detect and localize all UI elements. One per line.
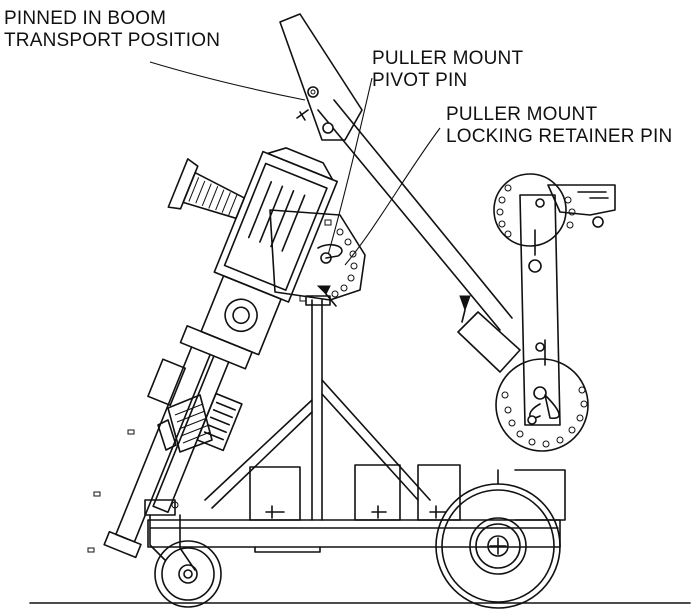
callout-pivot-pin: PULLER MOUNT PIVOT PIN (372, 48, 523, 92)
callout-locking-retainer-pin: PULLER MOUNT LOCKING RETAINER PIN (446, 104, 672, 148)
callout-boom-transport-position: PINNED IN BOOM TRANSPORT POSITION (4, 8, 220, 52)
caster-wheel (144, 499, 222, 608)
callout-locking-pin-line1: PULLER MOUNT (446, 104, 598, 125)
sheave-assembly (493, 173, 616, 452)
callout-pivot-pin-line2: PIVOT PIN (372, 70, 468, 91)
puller-body (103, 147, 338, 559)
front-wheel (435, 469, 561, 609)
leader-pivot-pin (327, 77, 373, 256)
hardware-details (87, 219, 332, 553)
cart-frame (147, 295, 566, 553)
callout-locking-pin-line2: LOCKING RETAINER PIN (446, 126, 673, 147)
callout-pivot-pin-line1: PULLER MOUNT (372, 48, 524, 69)
puller-mount-plate (269, 209, 366, 307)
boom-arm (279, 13, 521, 373)
leader-boom-transport (149, 61, 306, 101)
callout-boom-transport-line1: PINNED IN BOOM (4, 8, 167, 29)
callout-boom-transport-line2: TRANSPORT POSITION (4, 30, 221, 51)
motor-unit (157, 394, 213, 453)
